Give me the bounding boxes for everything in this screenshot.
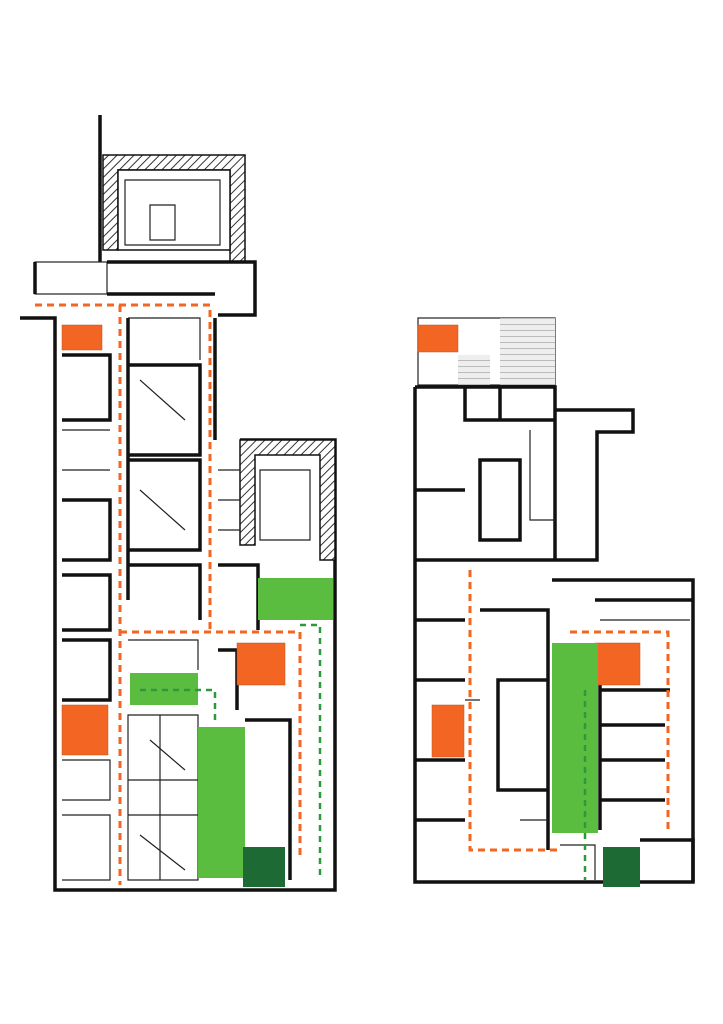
stairs-orange	[236, 642, 286, 686]
entrance-room	[34, 261, 108, 295]
stairs-orange	[431, 704, 465, 758]
stairs-orange	[61, 704, 109, 756]
left-floor-plan	[20, 115, 337, 892]
right-floor-plan	[413, 317, 695, 887]
hatched-structure-2	[239, 439, 336, 561]
staircase	[500, 318, 555, 385]
dark-green-zone	[603, 847, 640, 887]
orange-route	[468, 570, 670, 852]
dark-green-zone	[243, 847, 285, 887]
orange-route	[35, 303, 302, 885]
stairs-orange	[594, 642, 641, 686]
green-zone	[198, 727, 245, 878]
green-zone	[258, 578, 333, 620]
stairs-orange	[417, 324, 459, 353]
green-zone	[552, 643, 598, 833]
stairs-orange	[61, 324, 103, 351]
green-route	[140, 623, 322, 880]
